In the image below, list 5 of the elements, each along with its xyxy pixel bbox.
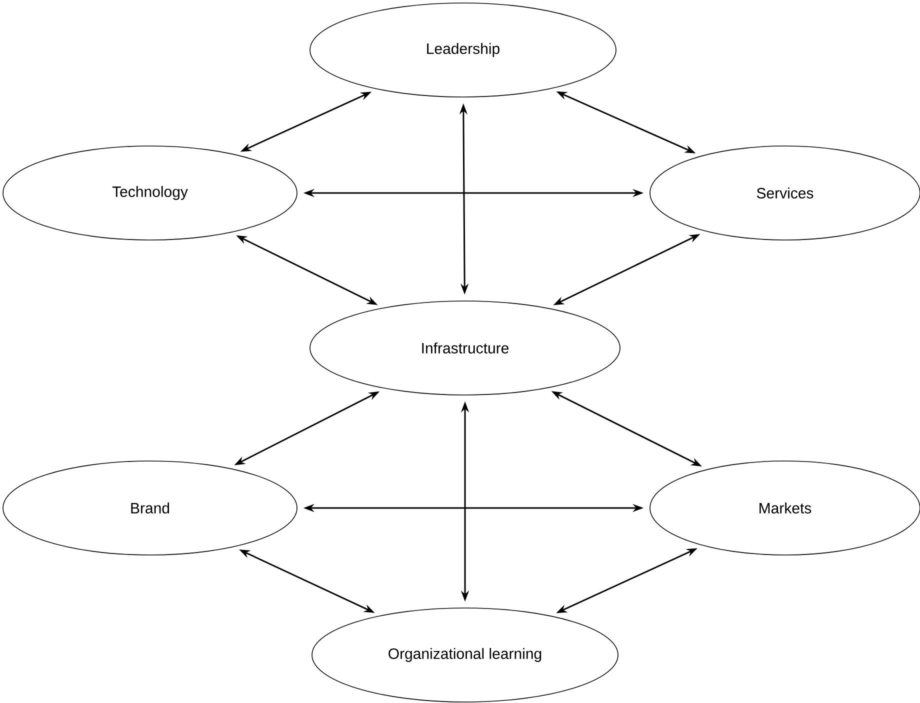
ellipse-node: Leadership xyxy=(310,2,616,98)
ellipse-node: Technology xyxy=(2,146,298,240)
ellipse-node: Organizational learning xyxy=(312,608,618,702)
ellipse-node: Brand xyxy=(2,460,298,556)
ellipse-node: Infrastructure xyxy=(310,300,620,396)
